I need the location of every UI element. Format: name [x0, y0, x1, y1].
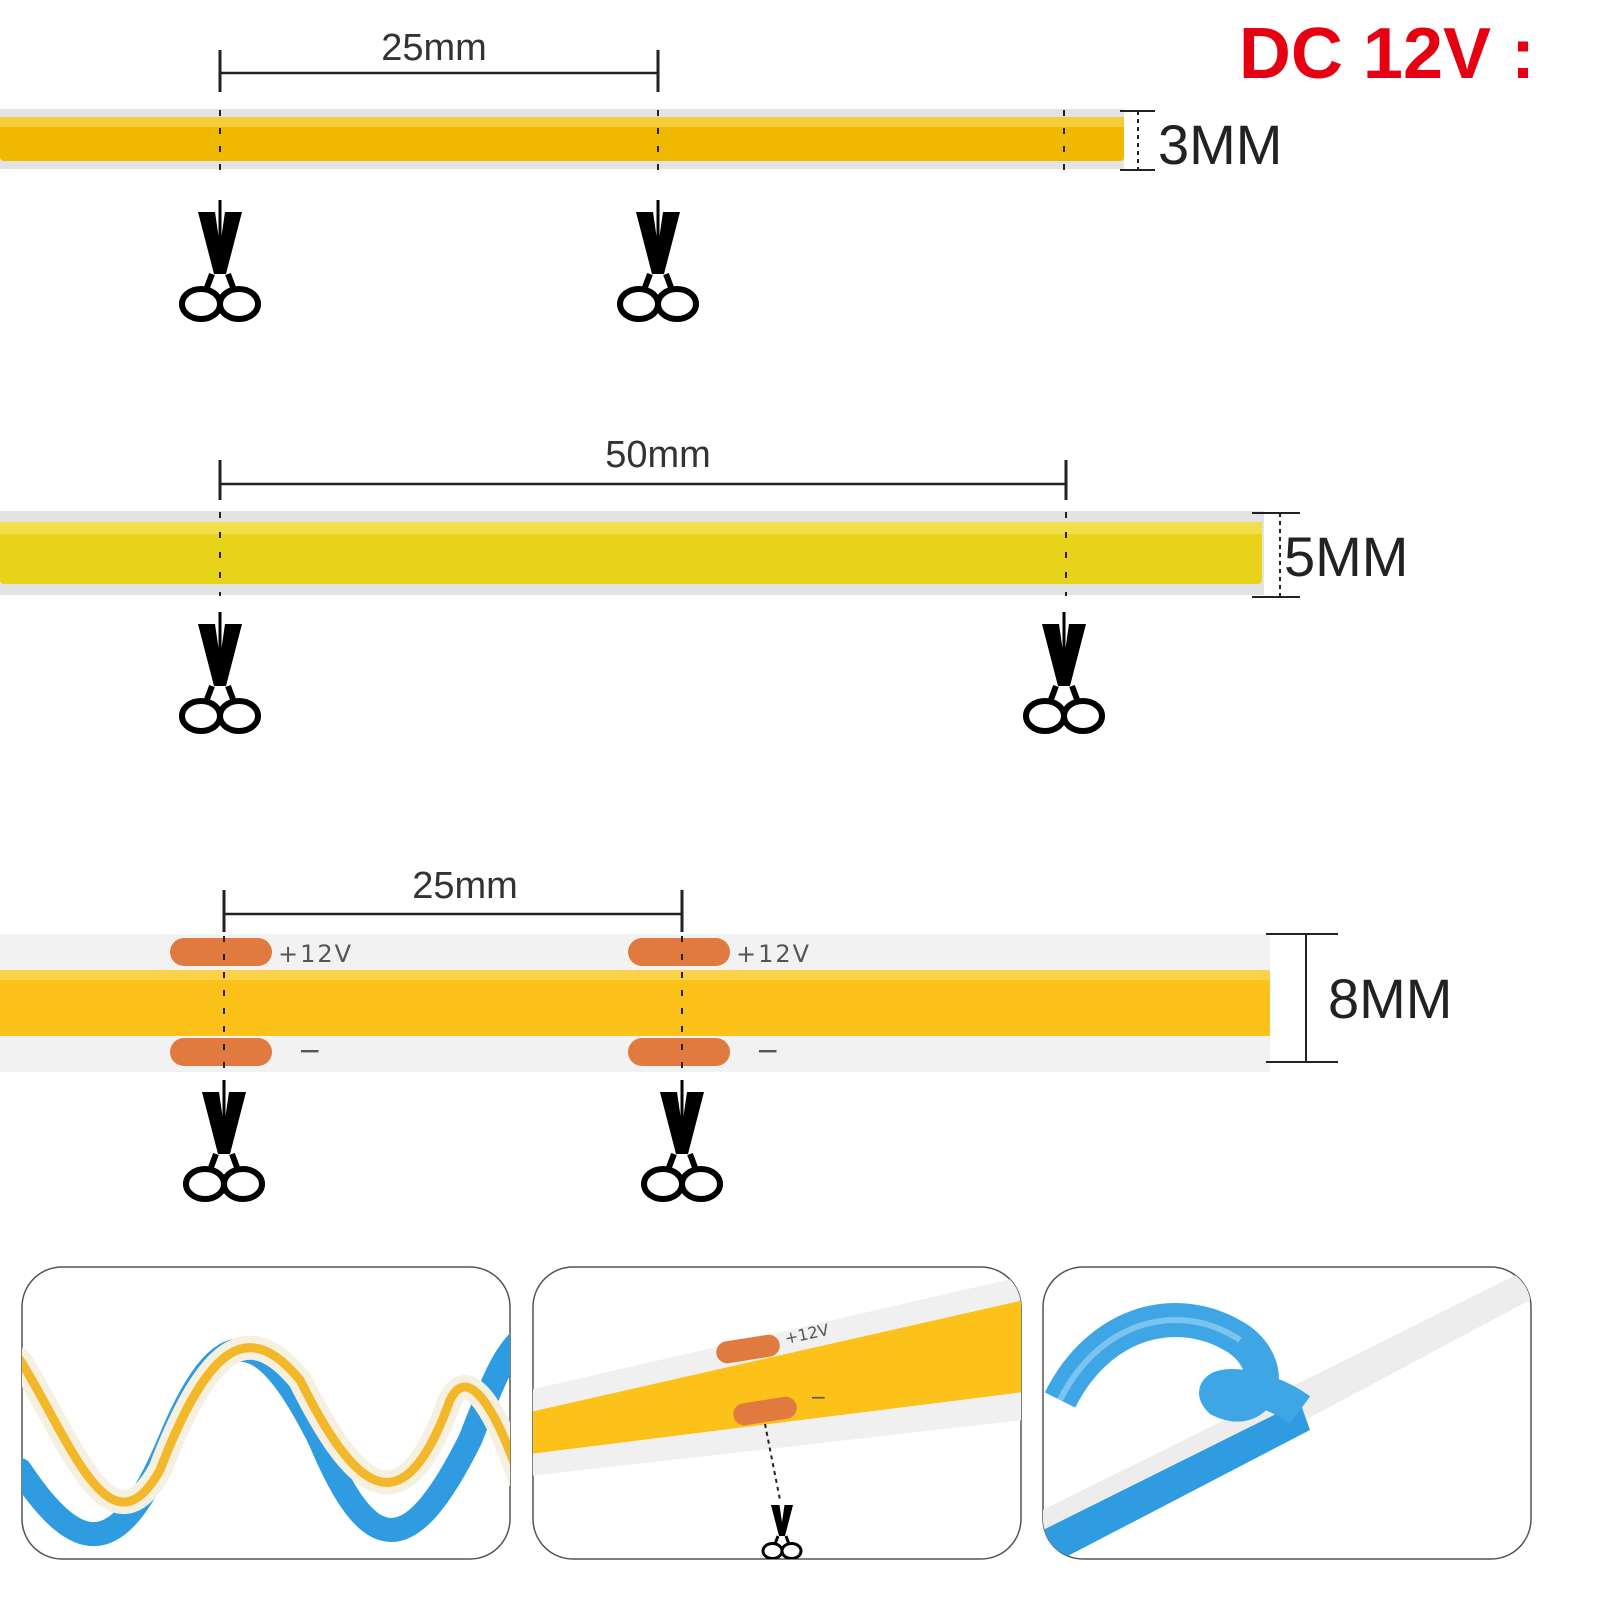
- width-marker-2: 5MM: [1252, 512, 1408, 598]
- copper-pad-negative: [628, 1038, 730, 1066]
- strip-8mm: +12V +12V − − 25mm 8MM: [0, 865, 1452, 1199]
- strip-3mm: 25mm 3MM: [0, 27, 1282, 319]
- strip-5mm: 50mm 5MM: [0, 434, 1408, 731]
- pad-label-negative: −: [298, 1034, 321, 1067]
- pad-label-negative: −: [756, 1034, 779, 1067]
- strip-8mm-led: [0, 970, 1270, 1036]
- cut-distance-label-3: 25mm: [412, 865, 518, 907]
- panel-adhesive-backing: [1042, 1266, 1532, 1560]
- width-label-1: 3MM: [1158, 113, 1282, 176]
- strip-3mm-led: [0, 117, 1124, 161]
- pad-label-positive: +12V: [736, 940, 811, 968]
- voltage-heading: DC 12V :: [1239, 14, 1535, 94]
- width-marker-3: 8MM: [1266, 933, 1452, 1063]
- cut-distance-marker-2: 50mm: [218, 434, 1068, 500]
- width-label-2: 5MM: [1284, 525, 1408, 588]
- copper-pad-positive: [170, 938, 272, 966]
- panel-cut-closeup: +12V −: [532, 1266, 1022, 1560]
- width-label-3: 8MM: [1328, 967, 1452, 1030]
- copper-pad-negative: [170, 1038, 272, 1066]
- cut-distance-marker-1: 25mm: [218, 27, 660, 92]
- closeup-label-negative: −: [810, 1385, 827, 1409]
- cut-distance-marker-3: 25mm: [222, 865, 684, 932]
- panel-spiral-flex: [21, 1266, 511, 1560]
- copper-pad-positive: [628, 938, 730, 966]
- width-marker-1: 3MM: [1120, 110, 1282, 176]
- pad-label-positive: +12V: [278, 940, 353, 968]
- strip-5mm-led: [0, 522, 1262, 584]
- cut-distance-label-1: 25mm: [381, 27, 487, 69]
- cut-distance-label-2: 50mm: [605, 434, 711, 476]
